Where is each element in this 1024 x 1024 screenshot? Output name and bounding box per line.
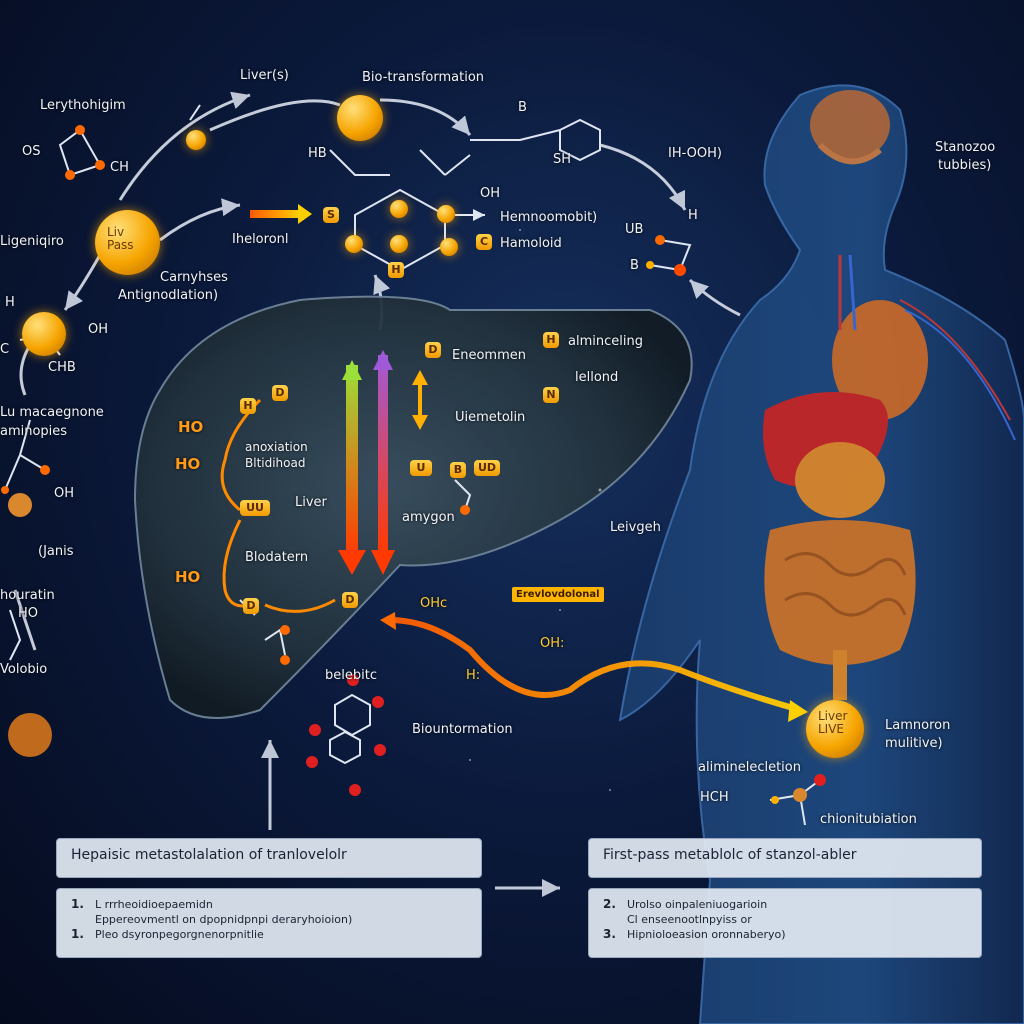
label-oh-mid: OH xyxy=(54,486,74,501)
box-h2: H xyxy=(543,332,559,348)
label-houratin: houratin xyxy=(0,588,55,603)
label-tubbies: tubbies) xyxy=(938,158,991,173)
panel-left-title-box: Hepaisic metastolalation of tranlovelolr xyxy=(56,838,482,878)
box-h: H xyxy=(388,262,404,278)
label-os: OS xyxy=(22,144,40,159)
panel-right-title: First-pass metablolc of stanzol-abler xyxy=(589,839,981,871)
box-s: S xyxy=(323,207,339,223)
node-top xyxy=(337,95,383,141)
panel-left-step: 1.L rrrheoidioepaemidn xyxy=(71,897,467,912)
label-alminceling: alminceling xyxy=(568,334,643,349)
box-h3: H xyxy=(240,398,256,414)
node-small-top xyxy=(186,130,206,150)
status-badge: Erevlovdolonal xyxy=(512,587,604,602)
label-amygon: amygon xyxy=(402,510,455,525)
panel-right-steps: 2.Urolso oinpaleniuogarioin Cl enseenoot… xyxy=(588,888,982,958)
label-bltidihoad: Bltidihoad xyxy=(245,456,305,470)
box-c: C xyxy=(476,234,492,250)
label-sh: SH xyxy=(553,152,571,167)
cluster-node xyxy=(390,235,408,253)
label-ub: UB xyxy=(625,222,643,237)
panel-left-step: 1.Pleo dsyronpegorgnenorpnitlie xyxy=(71,927,467,942)
label-chionitubiation: chionitubiation xyxy=(820,812,917,827)
label-oh-left: OH xyxy=(88,322,108,337)
panel-right-step: 3.Hipnioloeasion oronnaberyo) xyxy=(603,927,967,942)
label-eneommen: Eneommen xyxy=(452,348,526,363)
label-anoxiation: anoxiation xyxy=(245,440,308,454)
node-liver-live-label: Liver LIVE xyxy=(818,710,858,736)
label-uiemetolin: Uiemetolin xyxy=(455,410,525,425)
label-h-colon: H: xyxy=(466,668,480,683)
label-h-right: H xyxy=(688,208,698,223)
box-n: N xyxy=(543,387,559,403)
box-ud: UD xyxy=(474,460,500,476)
label-volobio: Volobio xyxy=(0,662,47,677)
cluster-node xyxy=(440,238,458,256)
label-oh-mol: OH xyxy=(480,186,500,201)
label-c-left: C xyxy=(0,342,9,357)
label-hb: HB xyxy=(308,146,327,161)
label-ho-3: HO xyxy=(175,568,200,586)
label-belebitc: belebitc xyxy=(325,668,377,683)
label-bio-transformation: Bio-transformation xyxy=(362,70,484,85)
label-ho: HO xyxy=(18,606,38,621)
label-lerythohigim: Lerythohigim xyxy=(40,98,126,113)
panel-left-title: Hepaisic metastolalation of tranlovelolr xyxy=(57,839,481,871)
panel-right-step: 2.Urolso oinpaleniuogarioin xyxy=(603,897,967,912)
label-iheloronl: Iheloronl xyxy=(232,232,289,247)
label-liver-mid: Liver xyxy=(295,495,327,510)
cluster-node xyxy=(345,235,363,253)
label-hch: HCH xyxy=(700,790,729,805)
label-liver-top: Liver(s) xyxy=(240,68,289,83)
liver-shape xyxy=(135,297,692,718)
label-b-mol: B xyxy=(518,100,527,115)
label-biountormation: Biountormation xyxy=(412,722,513,737)
label-mulitive: mulitive) xyxy=(885,736,943,751)
label-carnyhses: Carnyhses xyxy=(160,270,228,285)
label-janis: (Janis xyxy=(38,544,74,559)
label-leivgeh: Leivgeh xyxy=(610,520,661,535)
label-lellond: lellond xyxy=(575,370,618,385)
human-body xyxy=(620,85,1024,1024)
label-ho-1: HO xyxy=(178,418,203,436)
label-ih-ooh: IH-OOH) xyxy=(668,146,722,161)
label-b-right: B xyxy=(630,258,639,273)
panel-left-step: Eppereovmentl on dpopnidpnpi deraryhoioi… xyxy=(71,912,467,927)
label-ligeniqiro: Ligeniqiro xyxy=(0,234,64,249)
label-lamnoron: Lamnoron xyxy=(885,718,950,733)
panel-left-steps: 1.L rrrheoidioepaemidn Eppereovmentl on … xyxy=(56,888,482,958)
label-lu-macaegnone: Lu macaegnone xyxy=(0,405,104,420)
label-stanozoo: Stanozoo xyxy=(935,140,995,155)
label-ch: CH xyxy=(110,160,129,175)
panel-right-step: Cl enseenootlnpyiss or xyxy=(603,912,967,927)
box-d4: D xyxy=(342,592,358,608)
label-ho-2: HO xyxy=(175,455,200,473)
label-ohc: OHc xyxy=(420,596,447,611)
label-chb: CHB xyxy=(48,360,76,375)
label-aminopies: aminopies xyxy=(0,424,67,439)
cluster-node xyxy=(437,205,455,223)
box-d3: D xyxy=(243,598,259,614)
box-d: D xyxy=(425,342,441,358)
box-uu: UU xyxy=(240,500,270,516)
node-liver-pass-label: Liv Pass xyxy=(107,226,147,252)
label-antigenoulation: Antignodlation) xyxy=(118,288,218,303)
label-aliminelecletion: aliminelecletion xyxy=(698,760,801,775)
label-oh-colon: OH: xyxy=(540,636,564,651)
label-h-left: H xyxy=(5,295,15,310)
node-left xyxy=(22,312,66,356)
panel-right-title-box: First-pass metablolc of stanzol-abler xyxy=(588,838,982,878)
label-blodatern: Blodatern xyxy=(245,550,308,565)
cluster-node xyxy=(390,200,408,218)
box-b: B xyxy=(450,462,466,478)
box-u: U xyxy=(410,460,432,476)
box-d2: D xyxy=(272,385,288,401)
label-hemnoomobit: Hemnoomobit) xyxy=(500,210,597,225)
label-hamoloid: Hamoloid xyxy=(500,236,562,251)
